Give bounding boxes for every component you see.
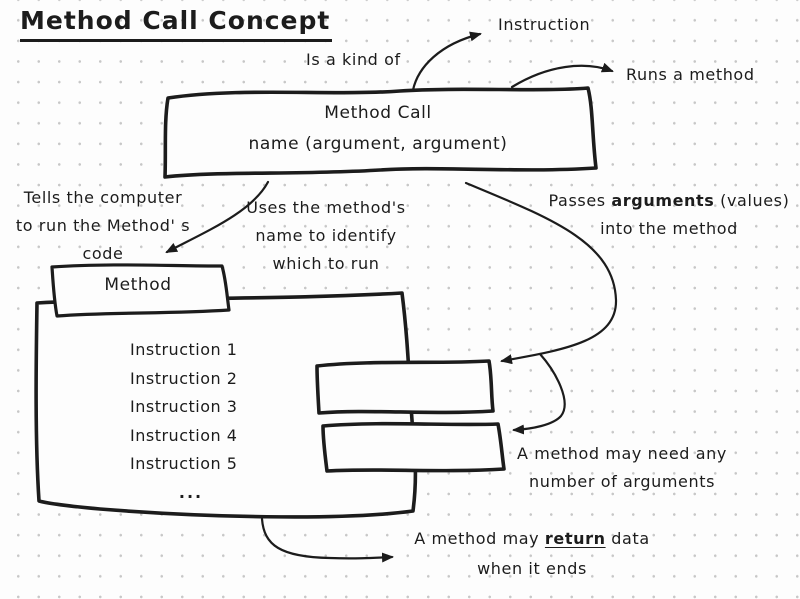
- argument-slot-box-2: [321, 421, 506, 473]
- arrow-runs-a-method: [510, 62, 614, 89]
- instruction-ellipsis: ...: [178, 482, 204, 502]
- instruction-line: Instruction 3: [130, 397, 238, 416]
- method-tab-label: Method: [104, 275, 172, 295]
- annotation-tells-computer: Tells the computer to run the Method' s …: [15, 188, 191, 263]
- method-call-box: [163, 86, 598, 179]
- arrow-is-a-kind-of: [411, 31, 482, 92]
- method-body-box: [34, 291, 418, 519]
- argument-slot-box-1: [315, 359, 495, 415]
- instruction-line: Instruction 2: [130, 368, 238, 388]
- instruction-line: Instruction 5: [130, 454, 238, 473]
- label-instruction: Instruction: [498, 15, 591, 34]
- arrow-return-data: [260, 517, 394, 563]
- annotation-return-data: A method may return data when it ends: [414, 529, 650, 578]
- label-runs-a-method: Runs a method: [626, 65, 755, 84]
- arrow-to-method-tab: [165, 180, 270, 254]
- arrow-passes-arguments: [464, 181, 618, 365]
- instruction-line: Instruction 1: [130, 340, 238, 359]
- method-call-title: Method Call: [324, 103, 432, 123]
- page-title: Method Call Concept: [20, 6, 333, 42]
- arrow-passes-arguments-branch: [512, 352, 566, 435]
- instruction-list: Instruction 1 Instruction 2 Instruction …: [130, 336, 252, 507]
- method-tab-box: [50, 263, 231, 318]
- annotation-passes-arguments: Passes arguments (values) into the metho…: [548, 191, 790, 238]
- method-call-signature: name (argument, argument): [248, 134, 508, 154]
- annotation-uses-name: Uses the method's name to identify which…: [246, 198, 406, 273]
- label-is-a-kind-of: Is a kind of: [306, 50, 401, 69]
- instruction-line: Instruction 4: [130, 425, 238, 445]
- annotation-number-of-arguments: A method may need any number of argument…: [517, 444, 727, 491]
